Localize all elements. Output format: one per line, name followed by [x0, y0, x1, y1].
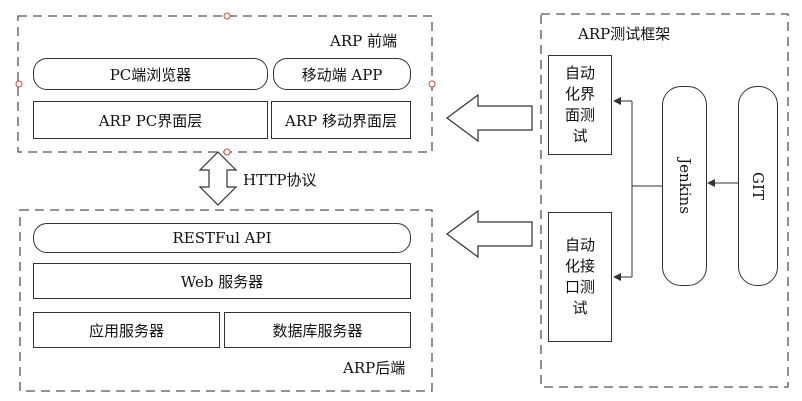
web-server-box: Web 服务器	[33, 263, 411, 299]
arrowhead-ui-test	[613, 97, 621, 105]
arrowhead-jenkins	[707, 179, 715, 187]
api-test-line-1: 自动	[564, 236, 595, 254]
pc-ui-layer-box: ARP PC界面层	[33, 101, 268, 139]
api-automation-test-box: 自动 化接 口测 试	[548, 212, 612, 342]
app-server-box: 应用服务器	[33, 312, 220, 348]
ui-test-line-2: 化界	[564, 85, 595, 103]
handle-left	[15, 80, 23, 88]
ui-test-line-3: 面测	[564, 106, 595, 124]
git-node: GIT	[738, 86, 778, 286]
arrowhead-api-test	[613, 273, 621, 281]
handle-top	[223, 12, 231, 20]
api-test-line-2: 化接	[564, 257, 595, 275]
backend-title: ARP后端	[343, 359, 406, 377]
frontend-title: ARP 前端	[330, 32, 397, 50]
framework-to-frontend-arrow	[445, 93, 533, 143]
jenkins-node: Jenkins	[662, 86, 707, 286]
git-label: GIT	[748, 172, 767, 200]
pc-browser-box: PC端浏览器	[33, 58, 268, 90]
framework-to-backend-arrow	[445, 209, 533, 259]
restful-api-box: RESTFul API	[33, 223, 411, 253]
handle-right	[428, 80, 436, 88]
api-test-line-3: 口测	[564, 278, 595, 296]
ui-automation-test-box: 自动 化界 面测 试	[548, 55, 612, 155]
handle-bottom	[223, 148, 231, 156]
ui-test-line-1: 自动	[564, 64, 595, 82]
jenkins-label: Jenkins	[675, 158, 694, 214]
db-server-box: 数据库服务器	[224, 312, 411, 348]
framework-group-border	[540, 13, 789, 388]
ui-test-line-4: 试	[572, 127, 588, 145]
framework-title: ARP测试框架	[578, 25, 671, 43]
mobile-app-box: 移动端 APP	[273, 58, 411, 90]
http-protocol-label: HTTP协议	[243, 171, 317, 189]
mobile-ui-layer-box: ARP 移动界面层	[271, 101, 411, 139]
api-test-line-4: 试	[572, 299, 588, 317]
backend-group-border	[19, 209, 433, 392]
http-double-arrow	[198, 151, 238, 206]
